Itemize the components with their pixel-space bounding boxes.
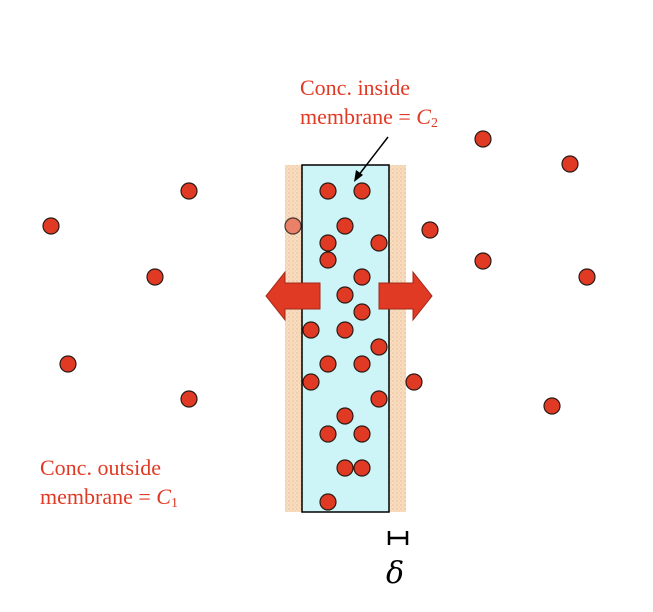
particle-inside [319, 251, 337, 269]
particle-inside [370, 234, 388, 252]
particle-inside [319, 493, 337, 511]
right-flux-arrow [378, 270, 433, 322]
particle-inside [370, 338, 388, 356]
particle-inside [319, 182, 337, 200]
particle-inside [302, 373, 320, 391]
particle-outside-right [561, 155, 579, 173]
particle-inside [319, 234, 337, 252]
outside-concentration-label: Conc. outside membrane = C1 [40, 453, 178, 518]
particle-inside [336, 286, 354, 304]
pointer-arrow [354, 136, 389, 182]
particles [42, 130, 596, 511]
particle-inside [302, 321, 320, 339]
inside-label-line2: membrane = C2 [300, 104, 438, 131]
outside-subscript: 1 [170, 496, 178, 511]
inside-subscript: 2 [430, 116, 438, 131]
particle-inside [336, 217, 354, 235]
particle-inside [370, 390, 388, 408]
particle-outside-right [474, 252, 492, 270]
particle-inside [319, 355, 337, 373]
particle-inside [353, 459, 371, 477]
particle-inside [336, 321, 354, 339]
outside-label-line1: Conc. outside [40, 455, 161, 480]
particle-in-surface [284, 217, 302, 235]
particle-outside-right [421, 221, 439, 239]
membrane-right-surface [388, 165, 406, 512]
particle-inside [353, 268, 371, 286]
particle-outside-right [578, 268, 596, 286]
thickness-marker [387, 531, 409, 545]
particle-inside [319, 425, 337, 443]
membrane-left-surface [285, 165, 303, 512]
particle-outside-left [180, 390, 198, 408]
thickness-symbol: δ [386, 556, 405, 591]
particle-outside-left [146, 268, 164, 286]
particle-outside-left [59, 355, 77, 373]
left-flux-arrow [265, 270, 321, 322]
particle-outside-left [180, 182, 198, 200]
particle-inside [336, 459, 354, 477]
particle-outside-right [405, 373, 423, 391]
inside-label-line1: Conc. inside [300, 75, 410, 100]
particle-outside-right [474, 130, 492, 148]
particle-inside [336, 407, 354, 425]
particle-inside [353, 425, 371, 443]
inside-symbol: C [416, 104, 431, 129]
particle-inside [353, 355, 371, 373]
outside-label-line2: membrane = C1 [40, 484, 178, 511]
outside-symbol: C [156, 484, 171, 509]
particle-inside [353, 303, 371, 321]
particle-inside [353, 182, 371, 200]
particle-outside-right [543, 397, 561, 415]
particle-outside-left [42, 217, 60, 235]
inside-concentration-label: Conc. inside membrane = C2 [300, 73, 438, 138]
